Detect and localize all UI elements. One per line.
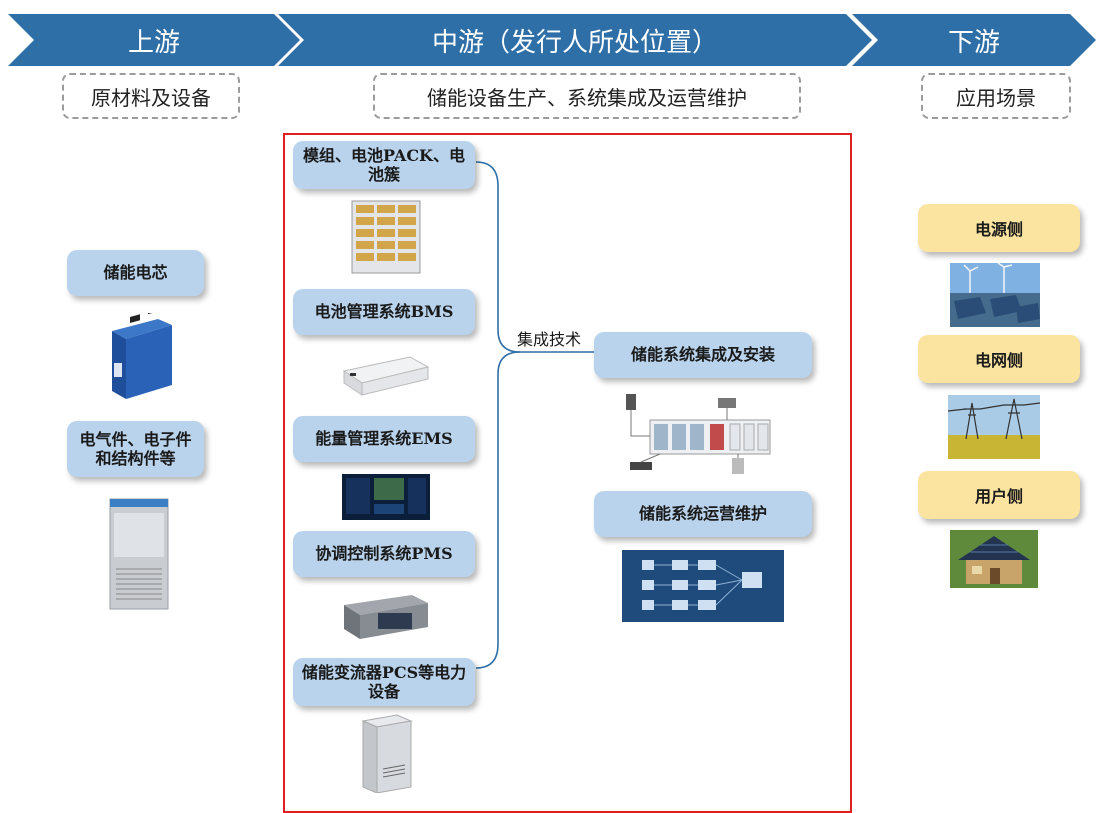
integration-item-om: 储能系统运营维护 (594, 491, 812, 537)
midstream-chevron: 中游（发行人所处位置） (278, 14, 872, 66)
upstream-chevron: 上游 (8, 14, 300, 66)
downstream-item-grid: 电网侧 (918, 335, 1080, 383)
operations-dashboard-image (622, 550, 784, 622)
integration-label: 集成技术 (517, 330, 582, 349)
cabinet-unit-image (109, 498, 169, 610)
pms-controller-image (344, 595, 428, 639)
power-grid-image (948, 395, 1040, 459)
upstream-category: 原材料及设备 (62, 73, 240, 119)
battery-rack-image (351, 200, 421, 274)
battery-cell-image (112, 313, 172, 399)
pcs-cabinet-image (361, 714, 413, 793)
upstream-title: 上游 (127, 27, 180, 58)
midstream-item-ems: 能量管理系统EMS (293, 416, 475, 462)
system-integration-image (626, 394, 771, 474)
rooftop-solar-image (950, 530, 1038, 588)
ems-screen-image (342, 474, 430, 520)
midstream-item-bms: 电池管理系统BMS (293, 289, 475, 335)
midstream-item-pms: 协调控制系统PMS (293, 531, 475, 577)
downstream-chevron: 下游 (852, 14, 1096, 66)
downstream-category: 应用场景 (921, 73, 1071, 119)
downstream-title: 下游 (947, 27, 1000, 58)
midstream-category: 储能设备生产、系统集成及运营维护 (373, 73, 801, 119)
bms-device-image (342, 356, 430, 396)
solar-wind-image (950, 263, 1040, 327)
integration-item-install: 储能系统集成及安装 (594, 332, 812, 378)
downstream-item-user: 用户侧 (918, 471, 1080, 519)
midstream-item-module-pack: 模组、电池PACK、电池簇 (293, 141, 475, 189)
midstream-title: 中游（发行人所处位置） (431, 27, 718, 58)
downstream-item-source: 电源侧 (918, 204, 1080, 252)
upstream-item-cell: 储能电芯 (67, 250, 204, 296)
upstream-item-components: 电气件、电子件和结构件等 (67, 421, 204, 477)
midstream-item-pcs: 储能变流器PCS等电力设备 (293, 658, 475, 706)
